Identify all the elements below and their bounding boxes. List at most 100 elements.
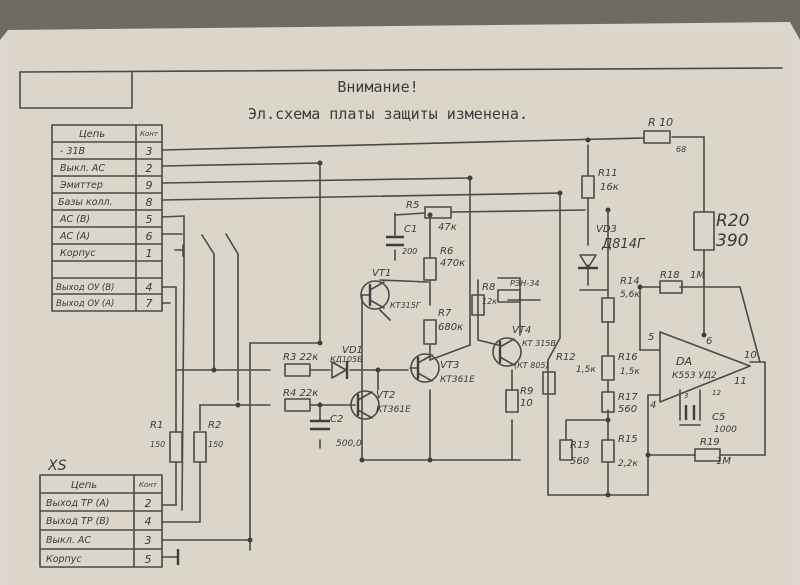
- resistor-r1: [169, 431, 183, 463]
- table-bottom-contact: 4: [145, 515, 152, 528]
- resistor-r15: [601, 439, 615, 463]
- value-vt3: КТ361Е: [440, 375, 475, 385]
- value-vt2: КТ361Е: [376, 405, 411, 415]
- resistor-r8: [471, 294, 485, 316]
- label-r17: R17: [618, 392, 638, 403]
- transistor-vt1: [360, 280, 390, 310]
- value-vt1: КТ315Г: [390, 301, 421, 310]
- zener-vd3: [578, 254, 598, 270]
- label-r4: R4 22к: [283, 388, 318, 399]
- label-r16: R16: [618, 352, 638, 363]
- table-bottom-header-signal: Цепь: [71, 480, 97, 491]
- table-top-contact: 3: [146, 145, 153, 158]
- label-vt2: VT2: [376, 390, 395, 401]
- resistors: [169, 130, 721, 463]
- value-r8: 12к: [482, 297, 497, 306]
- table-top-signal: Выход ОУ (А): [56, 299, 114, 309]
- label-r1: R1: [150, 420, 163, 431]
- resistor-r19: [694, 448, 721, 462]
- table-bottom-contact: 5: [145, 553, 152, 566]
- resistor-r6: [423, 257, 437, 281]
- label-r7: R7: [438, 308, 452, 319]
- transistors: [350, 280, 522, 420]
- value-r16: 1,5к: [620, 367, 640, 377]
- junctions: [211, 137, 707, 543]
- table-top-header-signal: Цепь: [79, 129, 105, 140]
- value-r12: 1,5к: [576, 365, 596, 375]
- value-r14: 5,6к: [620, 290, 640, 300]
- label-r14: R14: [620, 276, 640, 287]
- table-top-signal: Эмиттер: [59, 180, 103, 191]
- page-subtitle: Эл.схема платы защиты изменена.: [248, 105, 528, 123]
- resistor-r16: [601, 355, 615, 381]
- value-r13: 560: [570, 456, 589, 467]
- wires: [161, 136, 766, 558]
- table-bottom-signal: Корпус: [46, 554, 82, 565]
- label-vt4: VT4: [512, 325, 531, 336]
- table-top-contact: 2: [146, 162, 153, 175]
- label-r20: R20: [716, 211, 749, 231]
- opamp-da: [659, 331, 751, 403]
- label-vt3: VT3: [440, 360, 459, 371]
- label-r8: R8: [482, 282, 495, 293]
- label-r12: R12: [556, 352, 576, 363]
- connector-table-bottom: [39, 474, 163, 568]
- table-top-contact: 1: [146, 247, 153, 260]
- transistor-vt4: [492, 337, 522, 367]
- header-frame: [19, 67, 783, 109]
- label-c5: C5: [712, 412, 725, 423]
- table-top-contact: 8: [146, 196, 153, 209]
- table-bottom-signal: Выход ТР (В): [46, 516, 110, 527]
- label-vd3: VD3: [596, 224, 617, 235]
- table-top-signal: Базы колл.: [58, 197, 113, 208]
- label-r18: R18: [660, 270, 680, 281]
- value-r9: 10: [520, 398, 533, 409]
- transistor-vt2: [350, 390, 380, 420]
- pin-6: 6: [706, 336, 712, 347]
- resistor-r9: [505, 389, 519, 413]
- value-r5: 47к: [438, 222, 457, 233]
- resistor-r3: [284, 363, 311, 377]
- label-vt1: VT1: [372, 268, 391, 279]
- relay-coil: [497, 289, 521, 303]
- resistor-r13: [559, 439, 573, 461]
- resistor-r11: [581, 175, 595, 199]
- page-title: Внимание!: [337, 78, 418, 96]
- transistor-vt3: [410, 353, 440, 383]
- table-top-signal: АС (А): [59, 231, 90, 242]
- value-r7: 680к: [438, 322, 463, 333]
- value-r11: 16к: [600, 182, 619, 193]
- label-r5: R5: [406, 200, 419, 211]
- table-bottom-header-contact: Конт: [139, 481, 158, 489]
- pin-11: 11: [734, 376, 747, 387]
- resistor-r20: [693, 211, 715, 251]
- table-top-signal: АС (В): [59, 214, 90, 225]
- table-bottom-signal: Выход ТР (А): [46, 498, 110, 509]
- value-r2: 150: [208, 440, 223, 449]
- value-r20: 390: [716, 231, 748, 251]
- table-top-header-contact: Конт: [140, 130, 159, 138]
- value-vd1: КД105Б: [330, 355, 363, 364]
- resistor-r10: [643, 130, 671, 144]
- label-r19: R19: [700, 437, 720, 448]
- value-r18: 1М: [690, 270, 705, 281]
- resistor-r7: [423, 319, 437, 345]
- label-r11: R11: [598, 168, 618, 179]
- table-top-signal: Выкл. АС: [60, 163, 105, 174]
- table-top-signal: Корпус: [60, 248, 96, 259]
- table-top-contact: 7: [146, 297, 153, 310]
- value-r6: 470к: [440, 258, 465, 269]
- resistor-r14: [601, 297, 615, 323]
- label-r15: R15: [618, 434, 638, 445]
- value-da: К553 УД2: [672, 371, 717, 381]
- value-r17: 560: [618, 404, 637, 415]
- label-r10: R 10: [648, 116, 673, 129]
- resistor-r18: [659, 280, 683, 294]
- value-vt4-alt: (КТ 805): [514, 361, 549, 370]
- label-relay: РЭН-34: [510, 279, 540, 288]
- label-r9: R9: [520, 386, 533, 397]
- value-c5: 1000: [714, 425, 737, 435]
- table-top-contact: 4: [146, 281, 153, 294]
